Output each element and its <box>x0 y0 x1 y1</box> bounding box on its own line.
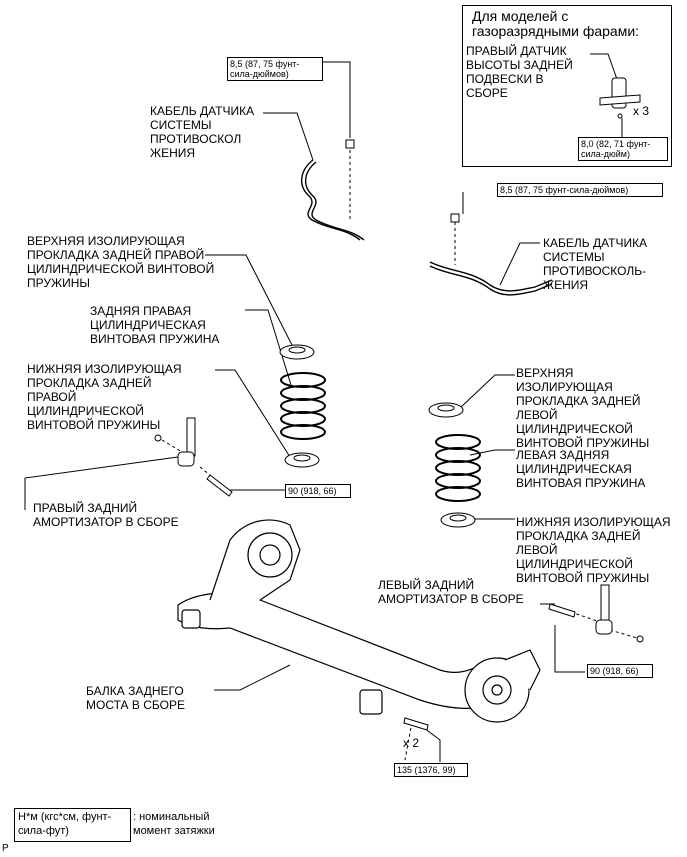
left-shock-absorber <box>595 584 613 635</box>
left-shock-torque: 90 (918, 66) <box>587 664 653 678</box>
right-shock-absorber <box>177 417 196 467</box>
legend-unit-box: Н*м (кгс*см, фунт- сила-фут) <box>14 808 131 842</box>
leader-axle <box>214 664 291 691</box>
left-lower-insulator <box>440 512 476 528</box>
left-lower-insulator-label: НИЖНЯЯ ИЗОЛИРУЮЩАЯ ПРОКЛАДКА ЗАДНЕЙ ЛЕВО… <box>516 515 671 585</box>
leader-right-upper-insulator <box>205 254 293 346</box>
inset-torque: 8,0 (82, 71 фунт- сила-дюйм) <box>578 137 668 161</box>
right-lower-insulator-label: НИЖНЯЯ ИЗОЛИРУЮЩАЯ ПРОКЛАДКА ЗАДНЕЙ ПРАВ… <box>27 362 182 432</box>
inset-title: Для моделей с газоразрядными фарами: <box>472 8 640 39</box>
right-shock-nut <box>154 434 162 442</box>
right-shock-label: ПРАВЫЙ ЗАДНИЙ АМОРТИЗАТОР В СБОРЕ <box>33 501 179 529</box>
leader-right-lower-insulator <box>215 369 291 458</box>
legend-description: : номинальный момент затяжки <box>133 811 215 837</box>
leader-right-cable-torque <box>322 61 351 138</box>
right-shock-torque: 90 (918, 66) <box>285 484 351 498</box>
rear-height-sensor <box>599 77 641 119</box>
nut-right-cable <box>345 139 355 149</box>
inset-qty: x 3 <box>633 104 650 118</box>
left-shock-bolt <box>548 603 576 618</box>
right-spring-label: ЗАДНЯЯ ПРАВАЯ ЦИЛИНДРИЧЕСКАЯ ВИНТОВАЯ ПР… <box>90 304 220 346</box>
right-upper-insulator-label: ВЕРХНЯЯ ИЗОЛИРУЮЩАЯ ПРОКЛАДКА ЗАДНЕЙ ПРА… <box>27 234 215 290</box>
right-lower-insulator <box>284 452 320 468</box>
left-upper-insulator <box>428 402 464 418</box>
corner-mark: P <box>2 843 9 854</box>
axle-label: БАЛКА ЗАДНЕГО МОСТА В СБОРЕ <box>86 684 185 712</box>
leader-right-spring <box>245 309 292 386</box>
left-coil-spring <box>435 434 481 502</box>
right-upper-insulator <box>279 344 315 360</box>
hid-models-inset <box>462 5 672 167</box>
axle-torque: 135 (1376, 99) <box>394 763 468 777</box>
leader-left-shock-torque <box>554 625 585 673</box>
right-coil-spring <box>280 372 326 440</box>
left-abs-cable <box>429 261 553 296</box>
leader-right-shock <box>24 456 179 510</box>
left-cable-torque: 8,5 (87, 75 фунт-сила-дюймов) <box>497 183 663 197</box>
left-shock-label: ЛЕВЫЙ ЗАДНИЙ АМОРТИЗАТОР В СБОРЕ <box>378 578 524 606</box>
right-shock-bolt <box>206 474 233 497</box>
leader-right-cable <box>263 112 314 161</box>
leader-left-upper-insulator <box>459 374 515 409</box>
right-cable-label: КАБЕЛЬ ДАТЧИКА СИСТЕМЫ ПРОТИВОСКОЛ ЖЕНИЯ <box>150 104 255 160</box>
nut-left-cable <box>450 213 460 223</box>
right-cable-torque: 8,5 (87, 75 фунт- сила-дюймов) <box>227 57 323 81</box>
axle-qty: x 2 <box>403 736 420 750</box>
leader-left-cable <box>499 242 540 286</box>
rear-axle-beam <box>177 519 541 723</box>
leader-axle-torque <box>419 724 441 762</box>
left-spring-label: ЛЕВАЯ ЗАДНЯЯ ЦИЛИНДРИЧЕСКАЯ ВИНТОВАЯ ПРУ… <box>516 448 646 490</box>
left-shock-nut <box>636 635 644 643</box>
leader-inset-sensor <box>590 53 619 83</box>
left-upper-insulator-label: ВЕРХНЯЯ ИЗОЛИРУЮЩАЯ ПРОКЛАДКА ЗАДНЕЙ ЛЕВ… <box>516 366 650 450</box>
right-abs-cable <box>301 159 365 241</box>
left-cable-label: КАБЕЛЬ ДАТЧИКА СИСТЕМЫ ПРОТИВОСКОЛЬ- ЖЕН… <box>543 236 648 292</box>
axle-bolt <box>403 717 429 731</box>
inset-sensor-label: ПРАВЫЙ ДАТЧИК ВЫСОТЫ ЗАДНЕЙ ПОДВЕСКИ В С… <box>466 44 573 100</box>
